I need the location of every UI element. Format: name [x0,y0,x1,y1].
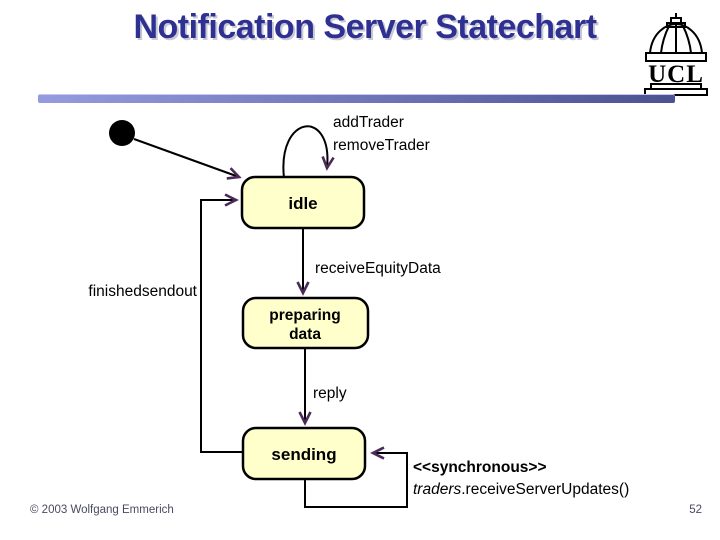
logo-dome-rib [682,25,692,54]
state-preparing-data-box [241,296,370,350]
label-synchronous-stereotype: <<synchronous>> [413,459,547,476]
label-method-call: .receiveServerUpdates() [461,481,629,498]
logo-dome-rib [660,25,670,54]
transition-sending-to-idle [200,193,244,453]
footer-copyright: © 2003 Wolfgang Emmerich [30,504,174,516]
state-idle-box [240,175,366,230]
label-traders-object: traders [413,481,461,498]
transition-initial-to-idle [133,138,242,180]
transition-sending-self-loop [304,446,408,508]
label-reply: reply [313,385,347,402]
label-receive-equity-data: receiveEquityData [315,260,441,277]
transition-idle-self-loop [282,125,335,179]
page-title: Notification Server Statechart [133,8,597,46]
state-idle: idle [240,175,366,230]
footer-page-number: 52 [689,504,702,516]
label-removetrader: removeTrader [333,137,430,154]
title-divider [38,94,675,103]
state-preparing-data: preparing data [241,296,370,350]
state-preparing-data-label-line2: data [289,326,321,343]
state-idle-label: idle [288,194,317,213]
state-sending-label: sending [271,445,336,464]
state-sending: sending [241,426,367,481]
state-sending-box [241,426,367,481]
logo-entablature [645,52,707,62]
label-receive-server-updates: traders.receiveServerUpdates() [413,481,629,498]
logo-step [644,88,708,96]
ucl-logo: UCL [644,13,708,96]
state-preparing-data-label-line1: preparing [269,307,340,324]
initial-state [109,120,135,146]
label-finishedsendout: finishedsendout [88,283,197,300]
label-addtrader: addTrader [333,114,404,131]
